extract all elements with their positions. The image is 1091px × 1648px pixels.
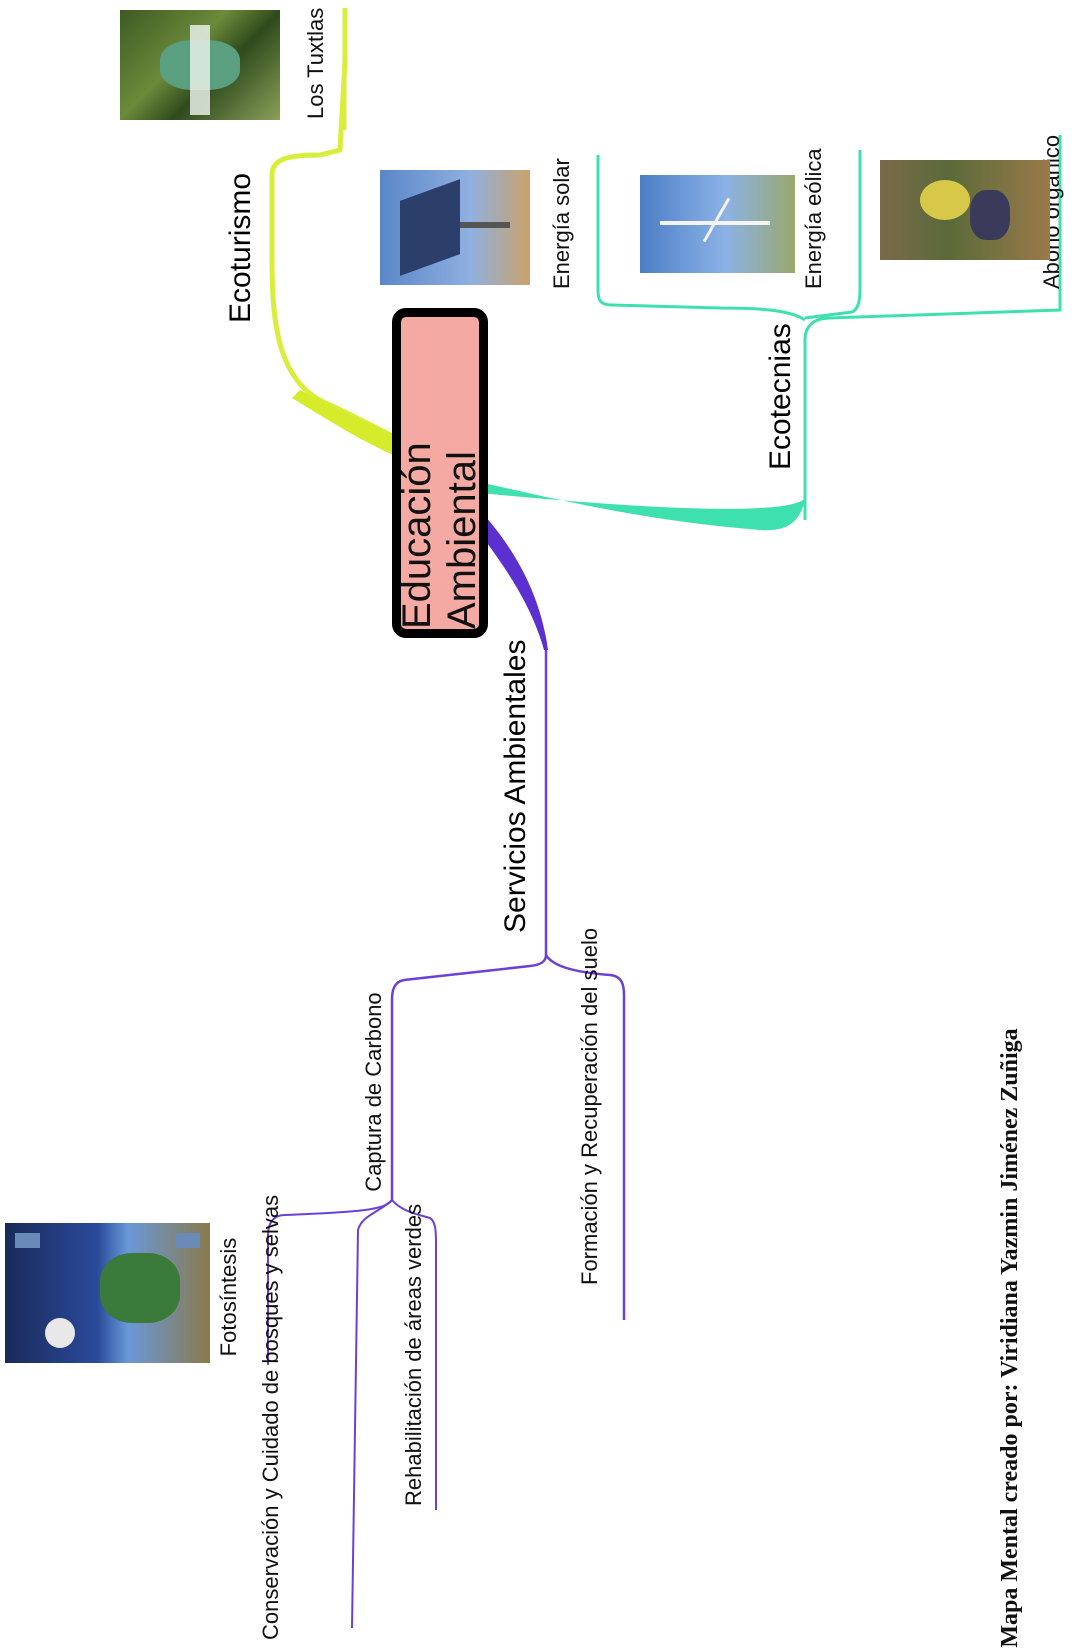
fotosintesis-diagram-image (5, 1223, 210, 1363)
servicios-branch (390, 650, 548, 1200)
author-credit: Mapa Mental creado por: Viridiana Yazmin… (997, 1028, 1023, 1648)
leaf-label-rehabilitacion: Rehabilitación de áreas verdes (401, 1203, 426, 1506)
ecotecnias-branch (803, 316, 831, 520)
ecotecnias-taper (470, 480, 805, 531)
branch-label-ecotecnias: Ecotecnias (764, 323, 797, 470)
leaf-label-energia-eolica: Energía eólica (801, 148, 826, 289)
central-topic-label: Educación Ambiental (395, 442, 484, 629)
leaf-label-conservacion: Conservación y Cuidado de bosques y selv… (258, 1194, 283, 1640)
leaf-label-captura-carbono: Captura de Carbono (361, 992, 386, 1192)
energia-eolica-photo (640, 175, 795, 273)
branch-label-ecoturismo: Ecoturismo (224, 172, 257, 323)
leaf-label-formacion: Formación y Recuperación del suelo (577, 927, 602, 1285)
energia-solar-photo (380, 170, 530, 285)
los-tuxtlas-photo (120, 10, 280, 120)
central-topic-box: Educación Ambiental (392, 308, 488, 638)
leaf-label-energia-solar: Energía solar (549, 158, 574, 289)
servicios-taper (470, 500, 548, 650)
abono-organico-photo (880, 160, 1050, 260)
leaf-label-los-tuxtlas: Los Tuxtlas (303, 7, 328, 119)
leaf-label-fotosintesis: Fotosíntesis (216, 1237, 241, 1357)
branch-label-servicios-ambientales: Servicios Ambientales (499, 639, 532, 933)
